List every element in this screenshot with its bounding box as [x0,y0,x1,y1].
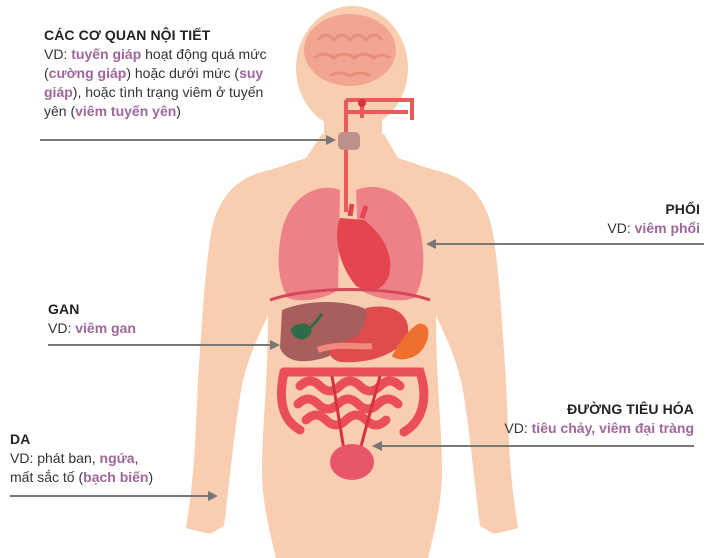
endocrine-line-2: (cường giáp) hoặc dưới mức (suy [44,64,314,83]
skin-title: DA [10,430,210,449]
skin-label: DA VD: phát ban, ngứa, mất sắc tố (bạch … [10,430,210,487]
endocrine-text-4c: ) [176,103,181,119]
skin-line-1: VD: phát ban, ngứa, [10,449,210,468]
skin-text-2a: mất sắc tố ( [10,469,83,485]
skin-text-2c: ) [149,469,154,485]
endocrine-term-hypophysitis: viêm tuyến yên [75,103,176,119]
skin-text-1c: , [135,450,139,466]
skin-line-2: mất sắc tố (bạch biến) [10,468,210,487]
endocrine-title: CÁC CƠ QUAN NỘI TIẾT [44,26,314,45]
lungs-title: PHỔI [540,200,700,219]
skin-text-1: VD: phát ban, [10,450,100,466]
endocrine-prefix: VD: [44,46,71,62]
pituitary-gland [358,99,366,107]
digestive-title: ĐƯỜNG TIÊU HÓA [434,400,694,419]
endocrine-text-2c: ) hoặc dưới mức ( [126,65,239,81]
bladder [330,444,374,480]
liver-prefix: VD: [48,320,75,336]
digestive-prefix: VD: [504,420,531,436]
endocrine-line-4: yên (viêm tuyến yên) [44,102,314,121]
skin-term-vitiligo: bạch biến [83,469,148,485]
endocrine-term-thyroid: tuyến giáp [71,46,141,62]
endocrine-line-3: giáp), hoặc tình trạng viêm ở tuyến [44,83,314,102]
skin-term-itch: ngứa [100,450,135,466]
digestive-sep: , [591,420,599,436]
endocrine-text-1: hoạt động quá mức [141,46,266,62]
liver-line: VD: viêm gan [48,319,208,338]
digestive-label: ĐƯỜNG TIÊU HÓA VD: tiêu chảy, viêm đại t… [434,400,694,438]
thyroid-gland [338,132,360,150]
digestive-term-colitis: viêm đại tràng [599,420,694,436]
endocrine-line-1: VD: tuyến giáp hoạt động quá mức [44,45,314,64]
lungs-term: viêm phổi [635,220,700,236]
endocrine-label: CÁC CƠ QUAN NỘI TIẾT VD: tuyến giáp hoạt… [44,26,314,121]
liver-title: GAN [48,300,208,319]
endocrine-text-4a: yên ( [44,103,75,119]
liver-term: viêm gan [75,320,136,336]
brain [304,14,396,86]
endocrine-term-hypo-1: suy [239,65,263,81]
digestive-term-diarrhea: tiêu chảy [532,420,592,436]
lungs-label: PHỔI VD: viêm phổi [540,200,700,238]
lungs-prefix: VD: [607,220,634,236]
endocrine-term-hyperthyroid: cường giáp [49,65,127,81]
digestive-line: VD: tiêu chảy, viêm đại tràng [434,419,694,438]
lungs-line: VD: viêm phổi [540,219,700,238]
endocrine-term-hypo-2: giáp [44,84,73,100]
endocrine-text-3: ), hoặc tình trạng viêm ở tuyến [73,84,264,100]
liver-label: GAN VD: viêm gan [48,300,208,338]
